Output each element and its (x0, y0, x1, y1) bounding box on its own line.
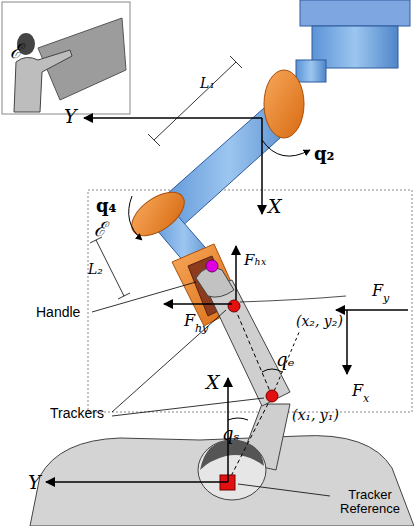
force-label: Fₕₓ (244, 252, 266, 269)
forearm (206, 280, 290, 406)
coordinate-label: (x₂, y₂) (296, 314, 343, 329)
robot-base (296, 60, 326, 82)
head (198, 440, 266, 500)
tracker (266, 390, 278, 402)
extension-line (272, 330, 300, 396)
force-label: F (372, 282, 383, 300)
joint-angle: qₑ (276, 350, 295, 370)
robot (124, 0, 410, 326)
shoulder-joint (264, 70, 304, 138)
elbow-joint (124, 184, 192, 245)
rotation-arrow (262, 140, 310, 156)
plane-label: ℰ (94, 218, 106, 240)
force-arrow (235, 246, 237, 300)
tracker (228, 300, 240, 312)
human (30, 267, 414, 526)
force-arrow (164, 303, 232, 305)
axis-label: X (268, 196, 282, 217)
elbow-wrist-line (234, 306, 272, 396)
leader-line (240, 296, 346, 302)
inset-frame (2, 2, 130, 114)
handle-point (206, 260, 218, 272)
inset (2, 2, 130, 114)
plane-label: ℰ (10, 40, 22, 62)
force-subscript: hy (195, 323, 208, 335)
link-length: L₁ (200, 76, 215, 91)
part-label: Handle (36, 305, 80, 320)
leader-line (238, 484, 330, 496)
link-length: L₂ (88, 262, 103, 277)
axis-label: X (206, 372, 220, 393)
part-label: Tracker Reference (332, 488, 408, 517)
force-subscript: y (383, 293, 389, 305)
joint-angle: q₂ (314, 144, 334, 164)
coordinate-label: (x₁, y₁) (292, 408, 339, 423)
torso (30, 436, 414, 526)
dimension-tick (230, 56, 242, 68)
force-label: F (184, 312, 195, 330)
axis (46, 481, 228, 483)
dimension-tick (118, 293, 130, 299)
joint-angle: q₄ (96, 196, 116, 216)
part-label: Trackers (50, 406, 104, 421)
force-arrow (346, 310, 348, 374)
hair (200, 440, 264, 470)
dimension-line (154, 62, 236, 140)
robot-mount (300, 0, 410, 26)
joint-angle: qₛ (222, 424, 240, 444)
person-body (14, 50, 72, 112)
axis-label: Y (64, 106, 77, 127)
dimension-tick (148, 134, 160, 146)
hand (196, 267, 234, 297)
angle-arc (228, 418, 248, 420)
axis (84, 117, 262, 119)
force-subscript: x (363, 393, 369, 405)
rotation-arrow (129, 196, 142, 240)
force-label: F (352, 382, 363, 400)
axis (261, 118, 263, 214)
leader-line (112, 398, 264, 416)
leader-line (92, 282, 196, 312)
axis-label: Y (28, 472, 41, 493)
leader-line (112, 310, 226, 412)
